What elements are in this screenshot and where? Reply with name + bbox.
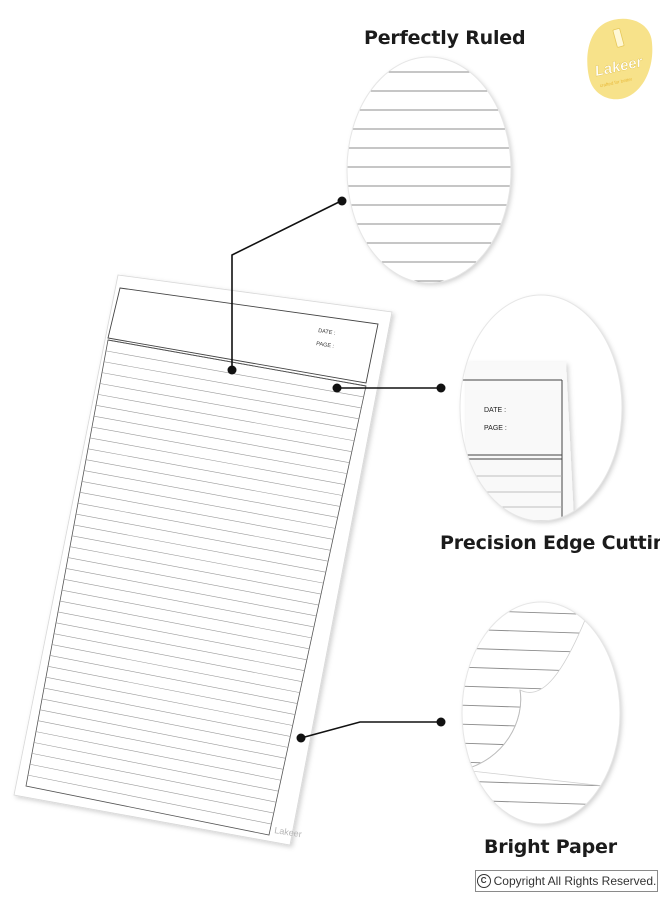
ruled-zoom-lines bbox=[347, 71, 511, 282]
sheet-ruled-line bbox=[49, 655, 298, 704]
sheet-ruled-line bbox=[79, 491, 333, 540]
sheet-ruled-line bbox=[99, 383, 357, 431]
feature-title-bright-paper: Bright Paper bbox=[484, 836, 617, 858]
sheet-ruled-line bbox=[31, 753, 277, 803]
sheet-ruled-line bbox=[27, 774, 272, 825]
logo-tagline: crafted for better bbox=[599, 76, 633, 88]
brand-logo: Lakeer crafted for better bbox=[587, 18, 653, 100]
feature-title-perfectly-ruled: Perfectly Ruled bbox=[364, 27, 526, 49]
sheet-ruled-line bbox=[53, 633, 303, 682]
sheet-ruled-line bbox=[71, 535, 324, 584]
sheet-ruled-line bbox=[73, 524, 326, 573]
edge-pointer-dot-zoom bbox=[436, 383, 446, 393]
edge-pointer-dot-sheet bbox=[332, 383, 342, 393]
copyright-notice: C Copyright All Rights Reserved. bbox=[475, 870, 658, 892]
sheet-ruled-line bbox=[45, 676, 293, 726]
sheet-header-box bbox=[107, 287, 379, 384]
sheet-page-label: PAGE : bbox=[316, 341, 335, 350]
sheet-ruled-line bbox=[59, 600, 310, 650]
sheet-date-label: DATE : bbox=[318, 328, 337, 337]
sheet-ruled-line bbox=[35, 731, 281, 781]
bright-pointer-dot-zoom bbox=[436, 717, 446, 727]
sheet-ruled-line bbox=[97, 394, 355, 442]
callout-perfectly-ruled bbox=[227, 56, 512, 375]
sheet-ruled-line bbox=[61, 589, 312, 639]
feature-title-precision-edge: Precision Edge Cutting bbox=[440, 532, 660, 554]
sheet-ruled-line bbox=[77, 502, 331, 551]
sheet-ruled-line bbox=[57, 611, 307, 661]
ruled-pointer-dot-zoom bbox=[337, 196, 347, 206]
sheet-ruled-line bbox=[39, 709, 286, 759]
sheet-ruled-line bbox=[37, 720, 284, 770]
sheet-ruled-line bbox=[47, 666, 296, 715]
sheet-ruled-lines bbox=[27, 350, 364, 825]
pencil-icon bbox=[612, 28, 625, 48]
ruled-pointer-line bbox=[231, 200, 342, 370]
sheet-ruled-line bbox=[75, 513, 329, 562]
sheet-ruled-line bbox=[43, 687, 291, 737]
sheet-ruled-line bbox=[101, 372, 359, 420]
logo-blob bbox=[587, 18, 653, 100]
sheet-brand-mark: Lakeer bbox=[274, 825, 303, 839]
sheet-ruled-line bbox=[55, 622, 305, 672]
sheet-ruled-line bbox=[33, 742, 279, 792]
sheet-body-border bbox=[25, 339, 367, 836]
ruled-pointer-dot-sheet bbox=[227, 365, 237, 375]
sheet-ruled-line bbox=[63, 579, 315, 628]
ruled-sheet: DATE : PAGE : Lakeer bbox=[13, 274, 393, 846]
sheet-ruled-line bbox=[85, 459, 341, 507]
sheet-ruled-line bbox=[65, 568, 317, 617]
sheet-ruled-line bbox=[95, 404, 352, 453]
bright-pointer-dot-sheet bbox=[296, 733, 306, 743]
sheet-ruled-line bbox=[51, 644, 300, 693]
sheet-ruled-line bbox=[83, 470, 338, 518]
sheet-ruled-line bbox=[87, 448, 343, 496]
sheet-ruled-line bbox=[93, 415, 350, 463]
edge-date-label: DATE : bbox=[484, 407, 506, 414]
sheet-ruled-line bbox=[91, 426, 348, 474]
sheet-ruled-line bbox=[41, 698, 288, 748]
sheet-ruled-line bbox=[67, 557, 319, 606]
bright-pointer-line bbox=[300, 721, 441, 739]
callout-precision-edge: DATE : PAGE : bbox=[332, 294, 623, 522]
callout-bright-paper bbox=[296, 601, 621, 825]
edge-page-label: PAGE : bbox=[484, 425, 507, 432]
sheet-ruled-line bbox=[89, 437, 345, 485]
sheet-ruled-line bbox=[81, 481, 336, 529]
copyright-icon: C bbox=[476, 874, 491, 888]
copyright-text: Copyright All Rights Reserved. bbox=[493, 874, 657, 888]
sheet-ruled-line bbox=[105, 350, 364, 398]
sheet-ruled-line bbox=[103, 361, 362, 409]
sheet-ruled-line bbox=[29, 763, 274, 814]
sheet-ruled-line bbox=[69, 546, 322, 595]
